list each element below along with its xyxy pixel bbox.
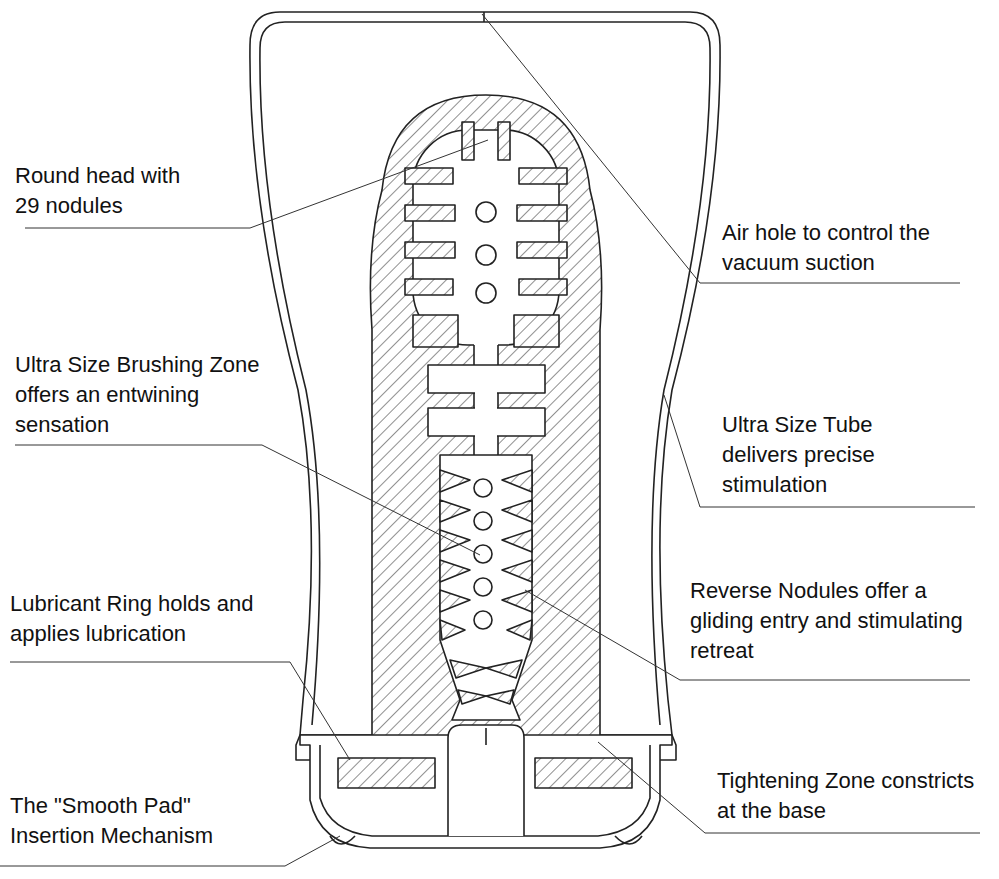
- head-chamber: [413, 130, 559, 345]
- inner-sleeve: [370, 95, 601, 745]
- callout-label: Tightening Zone constricts at the base: [717, 766, 987, 826]
- callout-label: The "Smooth Pad" Insertion Mechanism: [10, 791, 272, 851]
- callout-label: Round head with 29 nodules: [15, 161, 203, 221]
- lubricant-ring: [535, 758, 632, 788]
- nodule-zone: [440, 455, 532, 720]
- brushing-slot: [428, 408, 545, 436]
- callout-label: Air hole to control the vacuum suction: [722, 218, 954, 278]
- leader-lines: [0, 14, 980, 866]
- brushing-slot: [428, 365, 545, 393]
- lubricant-ring: [338, 758, 435, 788]
- callout-label: Ultra Size Tube delivers precise stimula…: [722, 410, 920, 500]
- callout-label: Reverse Nodules offer a gliding entry an…: [690, 576, 972, 666]
- callout-label: Ultra Size Brushing Zone offers an entwi…: [15, 350, 267, 440]
- callout-label: Lubricant Ring holds and applies lubrica…: [10, 589, 294, 649]
- insertion-opening: [448, 725, 524, 836]
